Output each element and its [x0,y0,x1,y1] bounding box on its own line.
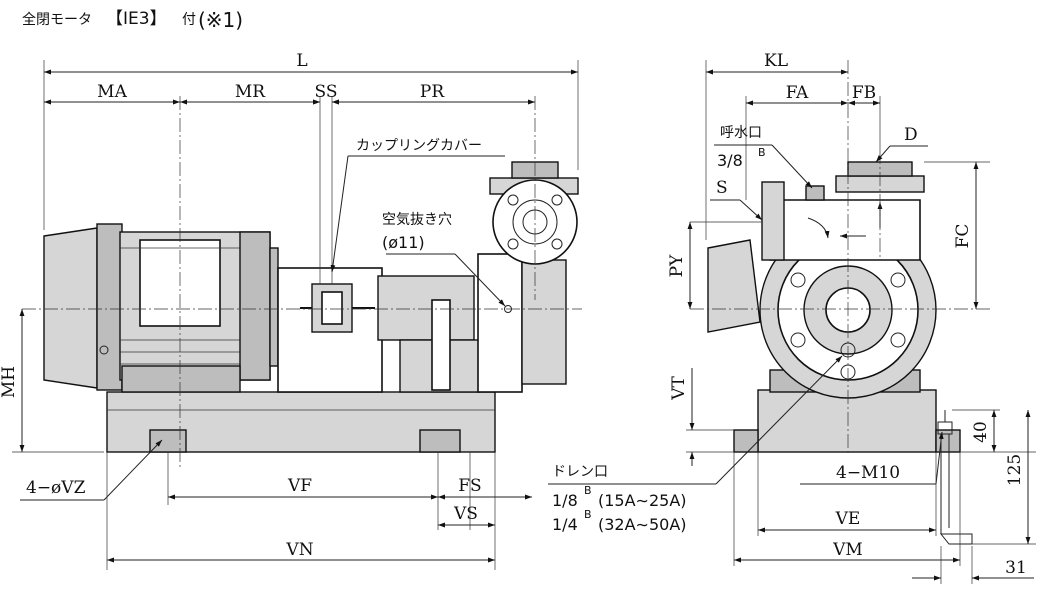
title-badge: 【IE3】 [106,9,167,29]
base-foot-left [149,429,187,453]
callout-coupling-cover: カップリングカバー [356,138,482,154]
dim-FC: FC [953,224,973,249]
callout-drain-2: 1/4 [552,515,578,534]
motor-flange [239,231,271,381]
motor-fan-cover [43,227,98,389]
callout-drain-1-sup: B [584,484,592,497]
dim-FB: FB [852,83,876,103]
dim-S: S [716,178,728,198]
title-suffix: 付 [182,12,196,28]
dim-MH: MH [0,366,19,398]
dim-VM: VM [832,540,863,560]
dim-31: 31 [1005,558,1027,578]
motor-feet [121,365,241,393]
dim-VE: VE [835,509,861,529]
dim-M10: 4−M10 [836,463,900,483]
callout-drain-1: 1/8 [552,491,578,510]
front-base [757,389,937,453]
suction-side-flange [761,181,785,261]
callout-priming-port: 呼水口 [720,125,762,141]
title-block: 全閉モータ 【IE3】 付 (※1) [22,8,243,32]
bearing-housing [377,275,475,341]
dim-VS: VS [453,504,478,524]
front-view-dimensions: KL FA FB D 呼水口 3/8 B S PY FC VT [548,51,1036,584]
dim-MA: MA [97,82,127,102]
callout-drain-2-sup: B [584,508,592,521]
callout-air-vent: 空気抜き穴 [382,212,452,228]
dim-VT: VT [669,376,689,401]
side-view [22,96,582,470]
upper-casing [769,199,921,261]
dim-FA: FA [786,83,809,103]
pump-casing-side [477,253,523,393]
dim-D: D [904,125,918,145]
dim-PY: PY [667,254,687,277]
front-view [690,60,990,545]
dim-VZ: 4−øVZ [26,478,86,498]
title-text: 全閉モータ [22,11,92,28]
dim-MR: MR [235,82,266,102]
callout-drain-2-range: (32A∼50A) [598,515,687,534]
dim-VF: VF [287,476,312,496]
priming-plug [805,185,825,201]
dim-L: L [296,51,307,71]
side-view-dimensions: L MA MR SS PR MH 4−øVZ VF FS VS VN [0,51,579,570]
pump-volute-side [521,259,567,385]
title-note: (※1) [198,8,243,32]
callout-priming-size: 3/8 [717,151,743,170]
dim-40: 40 [971,421,991,443]
dim-PR: PR [420,82,445,102]
motor-end-bracket [96,223,123,391]
dim-125: 125 [1005,454,1025,486]
dim-VN: VN [285,540,313,560]
base-foot-right [419,429,461,453]
callout-drain-1-range: (15A∼25A) [598,491,687,510]
dim-KL: KL [764,51,788,71]
callout-drain: ドレン口 [552,464,608,480]
dim-SS: SS [315,82,338,102]
callout-air-vent-size: (ø11) [382,233,425,252]
dim-FS: FS [458,476,481,496]
front-motor-plate [707,239,761,333]
callout-priming-sup: B [758,146,766,159]
